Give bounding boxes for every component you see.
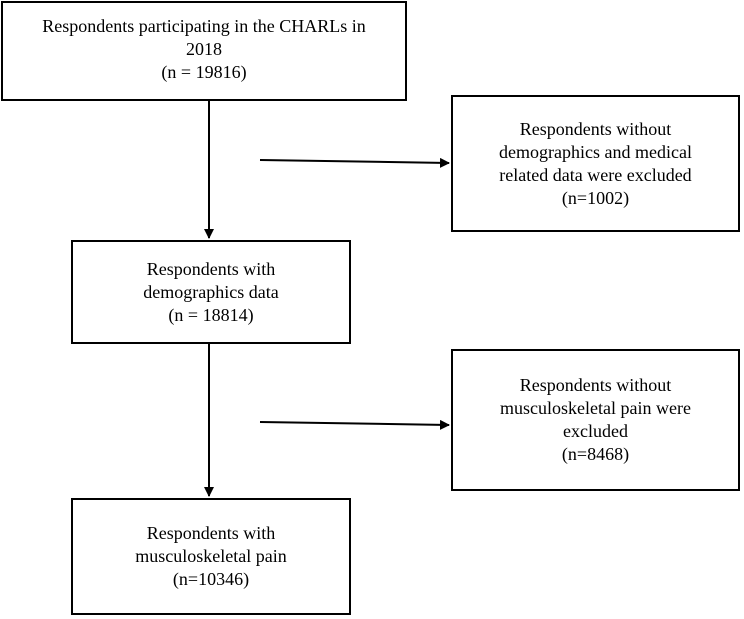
arrow-exclusion-2 [259, 419, 450, 430]
box-excluded-no-pain: Respondents without musculoskeletal pain… [451, 349, 740, 491]
box-final-sample-line-1: Respondents with [146, 523, 276, 543]
box-excluded-no-demographics-line-2: demographics and medical [499, 141, 692, 162]
box-excluded-no-demographics: Respondents without demographics and med… [451, 95, 740, 232]
box-with-demographics-count: (n = 18814) [168, 304, 254, 325]
box-final-sample-count: (n=10346) [172, 569, 250, 589]
box-all-respondents-line-1: Respondents participating in the CHARLs … [42, 16, 366, 36]
box-final-sample: Respondents with musculoskeletal pain (n… [71, 498, 351, 615]
arrow-exclusion-1 [259, 157, 450, 168]
box-excluded-no-pain-line-2: musculoskeletal pain were [500, 398, 691, 418]
box-all-respondents-line-2: 2018 [186, 39, 222, 59]
box-with-demographics-line-2: demographics data [143, 281, 279, 302]
box-excluded-no-pain-count: (n=8468) [561, 444, 630, 464]
box-excluded-no-pain-line-1: Respondents without [519, 375, 672, 395]
box-all-respondents-count: (n = 19816) [161, 62, 247, 82]
box-excluded-no-demographics-line-1: Respondents without [519, 118, 672, 139]
box-with-demographics: Respondents with demographics data (n = … [71, 240, 351, 344]
box-excluded-no-demographics-count: (n=1002) [561, 187, 630, 208]
box-with-demographics-line-1: Respondents with [146, 258, 276, 279]
box-excluded-no-demographics-line-3: related data were excluded [499, 164, 692, 185]
box-excluded-no-pain-line-3: excluded [563, 421, 628, 441]
box-all-respondents: Respondents participating in the CHARLs … [1, 1, 407, 101]
box-final-sample-line-2: musculoskeletal pain [135, 546, 287, 566]
